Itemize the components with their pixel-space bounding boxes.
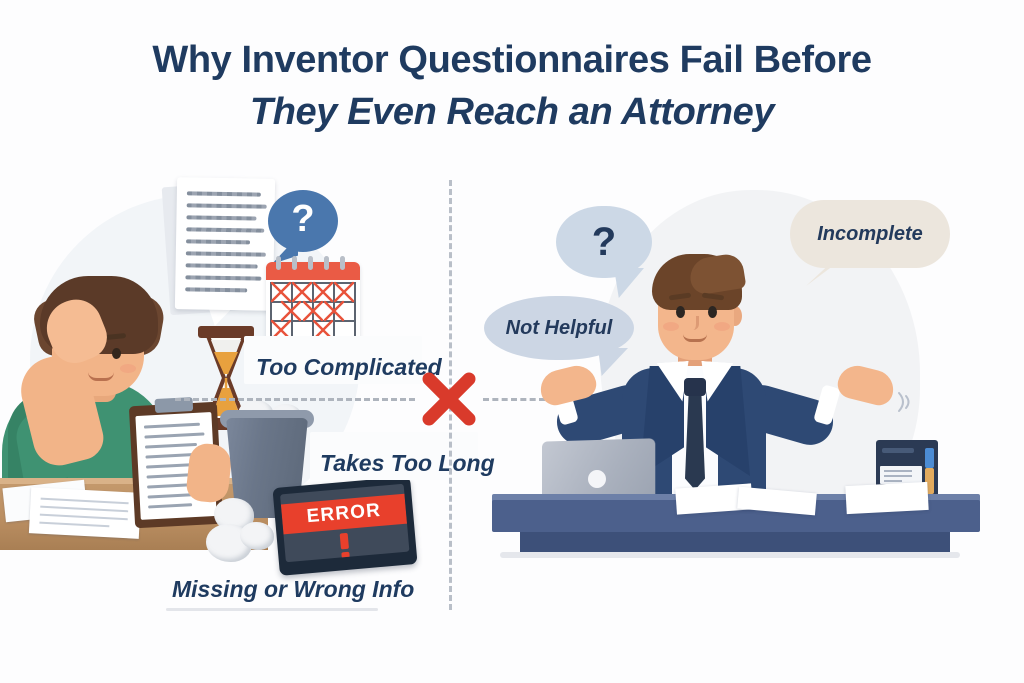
left-question-bubble-text: ?: [291, 198, 315, 240]
left-person-cheek: [120, 364, 136, 373]
attorney-mouth: [683, 334, 707, 342]
error-tablet: ERROR: [272, 476, 418, 576]
error-banner: ERROR: [280, 493, 408, 535]
page-title: Why Inventor Questionnaires Fail Before …: [0, 34, 1024, 138]
right-question-bubble: ?: [556, 206, 652, 278]
caption-missing-or-wrong-info: Missing or Wrong Info: [172, 576, 415, 602]
not-helpful-bubble-text: Not Helpful: [505, 316, 613, 339]
horizontal-divider-left: [175, 398, 415, 401]
title-line-1: Why Inventor Questionnaires Fail Before: [152, 39, 872, 81]
calendar-grid: [270, 281, 356, 342]
calendar-x-mark: [291, 281, 313, 303]
blue-desk-base: [520, 532, 950, 552]
holder-card: [880, 466, 922, 484]
calendar-x-mark: [312, 281, 334, 303]
error-exclamation-icon: [339, 532, 349, 550]
laptop-logo-icon: [588, 470, 606, 488]
attorney-tie: [685, 394, 705, 490]
desk-shadow: [500, 552, 960, 558]
incomplete-bubble-text: Incomplete: [817, 222, 923, 245]
crumpled-paper: [240, 522, 274, 550]
caption-too-complicated: Too Complicated: [256, 354, 442, 380]
attorney-cheek: [714, 322, 730, 331]
too-complicated-backing: [244, 336, 422, 384]
not-helpful-bubble: Not Helpful: [484, 296, 634, 360]
left-question-bubble: ?: [268, 190, 338, 252]
left-person-eye: [112, 348, 121, 359]
tablet-screen: ERROR: [280, 483, 410, 563]
desk-paper: [28, 487, 142, 539]
attorney-tie-knot: [684, 378, 706, 396]
calendar-x-mark: [270, 281, 292, 303]
calendar-x-mark: [280, 300, 302, 322]
holder-blue-tab: [925, 448, 934, 468]
desk-paper: [845, 481, 929, 515]
attorney-nose: [690, 316, 699, 330]
calendar-x-mark: [323, 300, 345, 322]
attorney-eye: [676, 306, 685, 318]
attorney-eye: [708, 306, 717, 318]
red-x-icon: [422, 372, 476, 426]
caption-underline: [166, 608, 378, 611]
calendar-header: [266, 262, 360, 280]
horizontal-divider-right: [483, 398, 545, 401]
motion-lines-icon: [898, 392, 910, 412]
holder-orange-tab: [925, 468, 934, 494]
error-exclamation-dot: [341, 551, 350, 559]
hourglass-top-cap: [198, 326, 254, 338]
document-front-sheet: [174, 177, 276, 311]
calendar-x-mark: [333, 281, 355, 303]
left-person-mouth: [88, 372, 114, 381]
calendar-x-mark: [302, 300, 324, 322]
error-banner-text: ERROR: [305, 499, 382, 528]
caption-takes-too-long: Takes Too Long: [320, 450, 495, 476]
attorney-cheek: [663, 322, 679, 331]
title-line-2: They Even Reach an Attorney: [249, 91, 775, 133]
holder-strip: [882, 448, 914, 453]
right-question-bubble-text: ?: [591, 219, 617, 264]
calendar-icon: [266, 256, 360, 346]
incomplete-bubble: Incomplete: [790, 200, 950, 268]
